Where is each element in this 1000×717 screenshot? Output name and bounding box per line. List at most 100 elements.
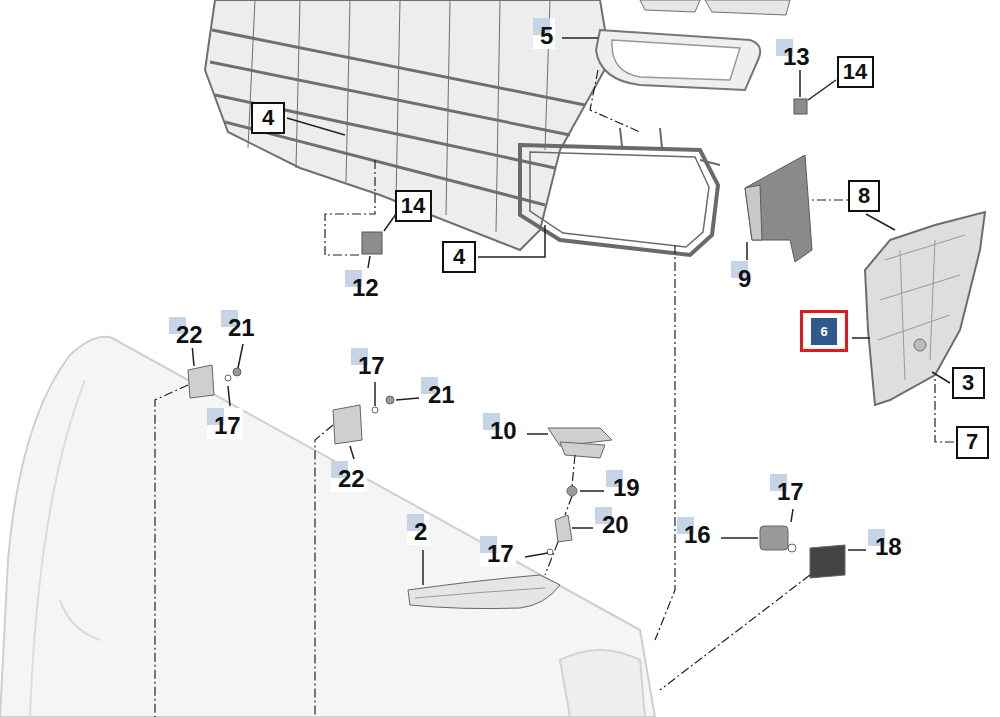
assembly-line [155,385,188,717]
small-part [408,575,560,609]
leader-line [228,386,230,406]
callout-number: 22 [169,317,205,348]
assembly-line [325,160,375,255]
small-part [225,375,231,381]
leader-line [562,37,598,39]
leader-line [866,214,895,230]
side-bracket [914,339,926,351]
callout-number: 4 [453,246,465,268]
callout-number: 21 [221,310,257,341]
leader-line [527,433,548,435]
bracket-ring [530,152,709,247]
small-part [333,405,362,444]
clip [794,99,807,114]
bracket-ring [520,145,718,255]
callout-box: 4 [442,241,476,273]
callout-number: 20 [595,507,631,538]
leader-line [478,225,545,257]
leader-line [525,553,548,557]
grille [446,0,450,215]
callout-box: 3 [952,367,985,399]
callout-number: 22 [331,461,367,492]
fog-cover [596,30,760,90]
fog-cover [596,30,760,90]
small-part [188,365,214,398]
leader-line [572,527,593,529]
bumper-cover [0,337,655,717]
leader-line [350,446,354,459]
callout-box: 7 [956,426,989,459]
leader-line [396,398,419,400]
leader-line [422,550,424,585]
small-part [810,545,845,578]
small-part [567,486,577,496]
bumper-cover [0,337,655,717]
small-part [188,365,845,609]
assembly-line [655,245,675,640]
leader-line [852,337,870,339]
grille [396,0,400,200]
small-part [788,544,796,552]
highlight-callout-box: 6 [800,310,848,352]
leader-line [746,242,748,260]
small-part [560,442,605,458]
small-part [760,526,788,550]
leader-line [287,118,345,135]
callout-number: 8 [858,185,870,207]
grille [346,0,350,182]
callout-box: 8 [848,180,880,212]
leader-line [238,344,243,368]
leader-line [848,549,866,551]
bracket-ring [620,128,720,165]
bumper-cover [60,600,100,640]
callout-number: 14 [843,61,867,83]
callout-number: 2 [407,514,429,545]
bumper-cover [30,380,85,717]
callout-number: 4 [262,107,274,129]
callout-number: 17 [351,348,387,379]
assembly-line [660,575,810,690]
callout-number: 7 [966,431,978,453]
callout-number: 19 [606,470,642,501]
leader-line [799,70,801,97]
grille [640,0,700,12]
side-bracket [865,212,985,405]
fog-cover [612,40,740,80]
clip [362,99,807,254]
callout-number: 17 [770,474,806,505]
callout-number: 18 [868,529,904,560]
leader-line [192,38,950,585]
callout-number: 12 [345,270,381,301]
callout-number: 13 [776,39,812,70]
grille [496,0,500,232]
bumper-cover [560,650,645,717]
small-part [555,515,572,542]
callout-box: 14 [837,56,874,88]
callout-number: 6 [811,318,836,345]
leader-line [374,382,376,406]
leader-line [808,80,836,100]
callout-box: 14 [395,190,432,222]
assembly-line [155,70,954,717]
callout-number: 3 [962,372,974,394]
grille [205,0,610,250]
air-duct [745,155,812,262]
small-part [547,549,553,555]
callout-number: 21 [421,377,457,408]
small-part [372,407,378,413]
leader-line [368,256,370,268]
grille [205,0,790,250]
leader-line [580,490,604,492]
assembly-line [545,455,575,575]
bracket-ring [520,128,720,255]
callout-box: 4 [251,102,285,134]
callout-number: 17 [207,408,243,439]
callout-number: 10 [483,413,519,444]
grille [705,0,790,15]
small-part [386,396,394,404]
callout-number: 16 [677,517,713,548]
grille [215,95,555,168]
small-part [233,368,241,376]
assembly-line [590,70,640,132]
